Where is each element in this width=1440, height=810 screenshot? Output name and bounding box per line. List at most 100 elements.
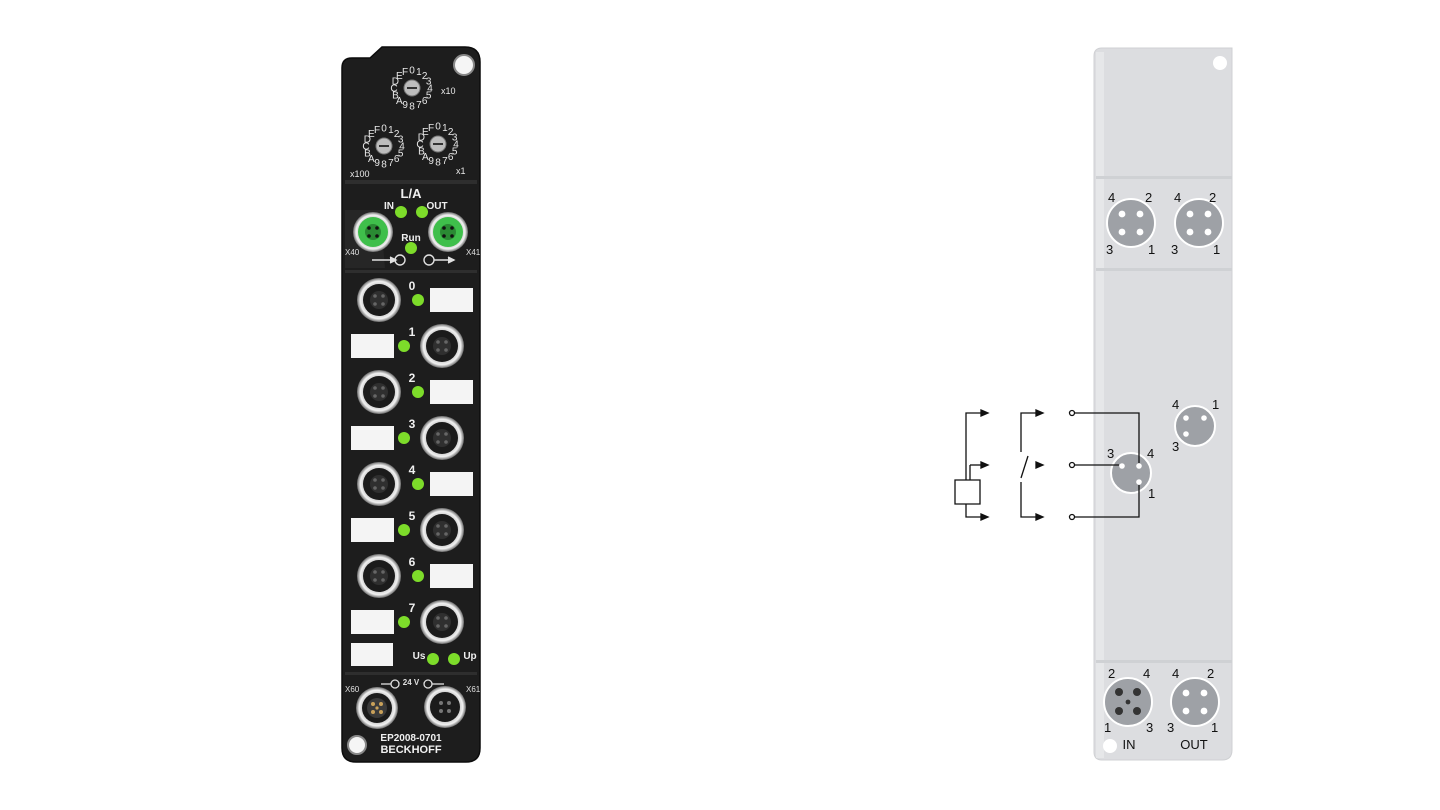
rotary-digit: 4: [427, 84, 433, 95]
channel-label-field: [351, 334, 394, 358]
io-port-connector[interactable]: [357, 462, 401, 506]
rotary-digit: F: [374, 125, 380, 136]
separator: [345, 270, 477, 273]
rotary-digit: 8: [381, 160, 387, 171]
power-in-arrow-icon: [381, 679, 400, 689]
led-label-up: Up: [463, 651, 476, 662]
rotary-digit: 5: [426, 90, 432, 101]
rotary-digit: C: [416, 140, 423, 151]
led-in: [395, 206, 407, 218]
led-label-out: OUT: [426, 201, 447, 212]
led-up: [448, 653, 460, 665]
port-x40-connector[interactable]: [353, 212, 393, 252]
diagram-connector-top-left: [1106, 198, 1156, 248]
rotary-digit: 4: [453, 140, 459, 151]
rotary-digit: 7: [388, 158, 394, 169]
rotary-digit: A: [368, 154, 375, 165]
channel-label-field: [430, 472, 473, 496]
rotary-digit: 8: [435, 158, 441, 169]
diagram-connector-top-right: [1174, 198, 1224, 248]
io-port-connector[interactable]: [357, 370, 401, 414]
rotary-digit: C: [390, 84, 397, 95]
rotary-digit: A: [396, 96, 403, 107]
io-port-connector[interactable]: [420, 324, 464, 368]
pin-label: 1: [1148, 486, 1155, 501]
diagram-connector-output: [1110, 452, 1152, 494]
io-port-connector[interactable]: [420, 600, 464, 644]
pin-label: 3: [1171, 242, 1178, 257]
led-label-in: IN: [384, 201, 394, 212]
panel-divider: [1096, 176, 1232, 179]
channel-led: [412, 294, 424, 306]
channel-label-field: [430, 288, 473, 312]
rotary-digit: 0: [381, 124, 387, 135]
pin-label: 3: [1167, 720, 1174, 735]
io-port-connector[interactable]: [357, 554, 401, 598]
pin-label: 2: [1108, 666, 1115, 681]
led-run: [405, 242, 417, 254]
rotary-digit: 0: [409, 66, 415, 77]
pin-label: 4: [1143, 666, 1150, 681]
rotary-digit: F: [402, 67, 408, 78]
power-voltage-label: 24 V: [403, 678, 420, 687]
pin-label: 3: [1172, 439, 1179, 454]
channel-number: 4: [409, 463, 416, 477]
channel-led: [412, 570, 424, 582]
io-port-connector[interactable]: [420, 416, 464, 460]
pin-label: 4: [1108, 190, 1115, 205]
port-x61-connector[interactable]: [424, 686, 466, 728]
rotary-digit: 1: [416, 67, 422, 78]
relay-circuit-schematic: [954, 409, 1140, 521]
pin-label: 2: [1209, 190, 1216, 205]
label-field: [351, 643, 393, 666]
channel-label-field: [430, 564, 473, 588]
channel-led: [412, 478, 424, 490]
diagram-connector-in: [1103, 677, 1153, 727]
pin-label: 4: [1174, 190, 1181, 205]
channel-led: [398, 616, 410, 628]
out-label: OUT: [1180, 737, 1208, 752]
rotary-digit: 3: [398, 135, 404, 146]
rotary-digit: 3: [426, 77, 432, 88]
rotary-digit: C: [362, 142, 369, 153]
rotary-digit: 3: [452, 133, 458, 144]
rotary-x1-label: x1: [456, 166, 466, 176]
rotary-digit: 2: [422, 71, 428, 82]
rotary-digit: B: [392, 90, 399, 101]
channel-led: [398, 524, 410, 536]
rotary-digit: 7: [442, 156, 448, 167]
rotary-digit: 1: [442, 123, 448, 134]
rotary-digit: E: [422, 127, 429, 138]
brand-logo-text: BECKHOFF: [380, 744, 441, 756]
rotary-x100-label: x100: [350, 169, 370, 179]
rotary-digit: 2: [448, 127, 454, 138]
rotary-digit: D: [392, 77, 399, 88]
pin-label: 1: [1148, 242, 1155, 257]
pin-label: 4: [1172, 666, 1179, 681]
rotary-digit: 5: [398, 148, 404, 159]
rotary-digit: B: [364, 148, 371, 159]
power-out-arrow-icon: [423, 679, 444, 689]
separator: [345, 180, 477, 184]
panel-divider: [1096, 660, 1232, 663]
model-number: EP2008-0701: [380, 733, 442, 744]
io-port-connector[interactable]: [420, 508, 464, 552]
channel-led: [398, 340, 410, 352]
io-port-connector[interactable]: [357, 278, 401, 322]
channel-number: 0: [409, 279, 416, 293]
pin-label: 4: [1172, 397, 1179, 412]
port-x60-connector[interactable]: [356, 687, 398, 729]
channel-label-field: [351, 426, 394, 450]
rotary-x10-label: x10: [441, 86, 456, 96]
rotary-digit: 6: [394, 154, 400, 165]
pin-label: 3: [1146, 720, 1153, 735]
rotary-digit: E: [368, 129, 375, 140]
diagram-connector-middle: [1174, 405, 1216, 447]
pin-label: 1: [1104, 720, 1111, 735]
port-x41-connector[interactable]: [428, 212, 468, 252]
